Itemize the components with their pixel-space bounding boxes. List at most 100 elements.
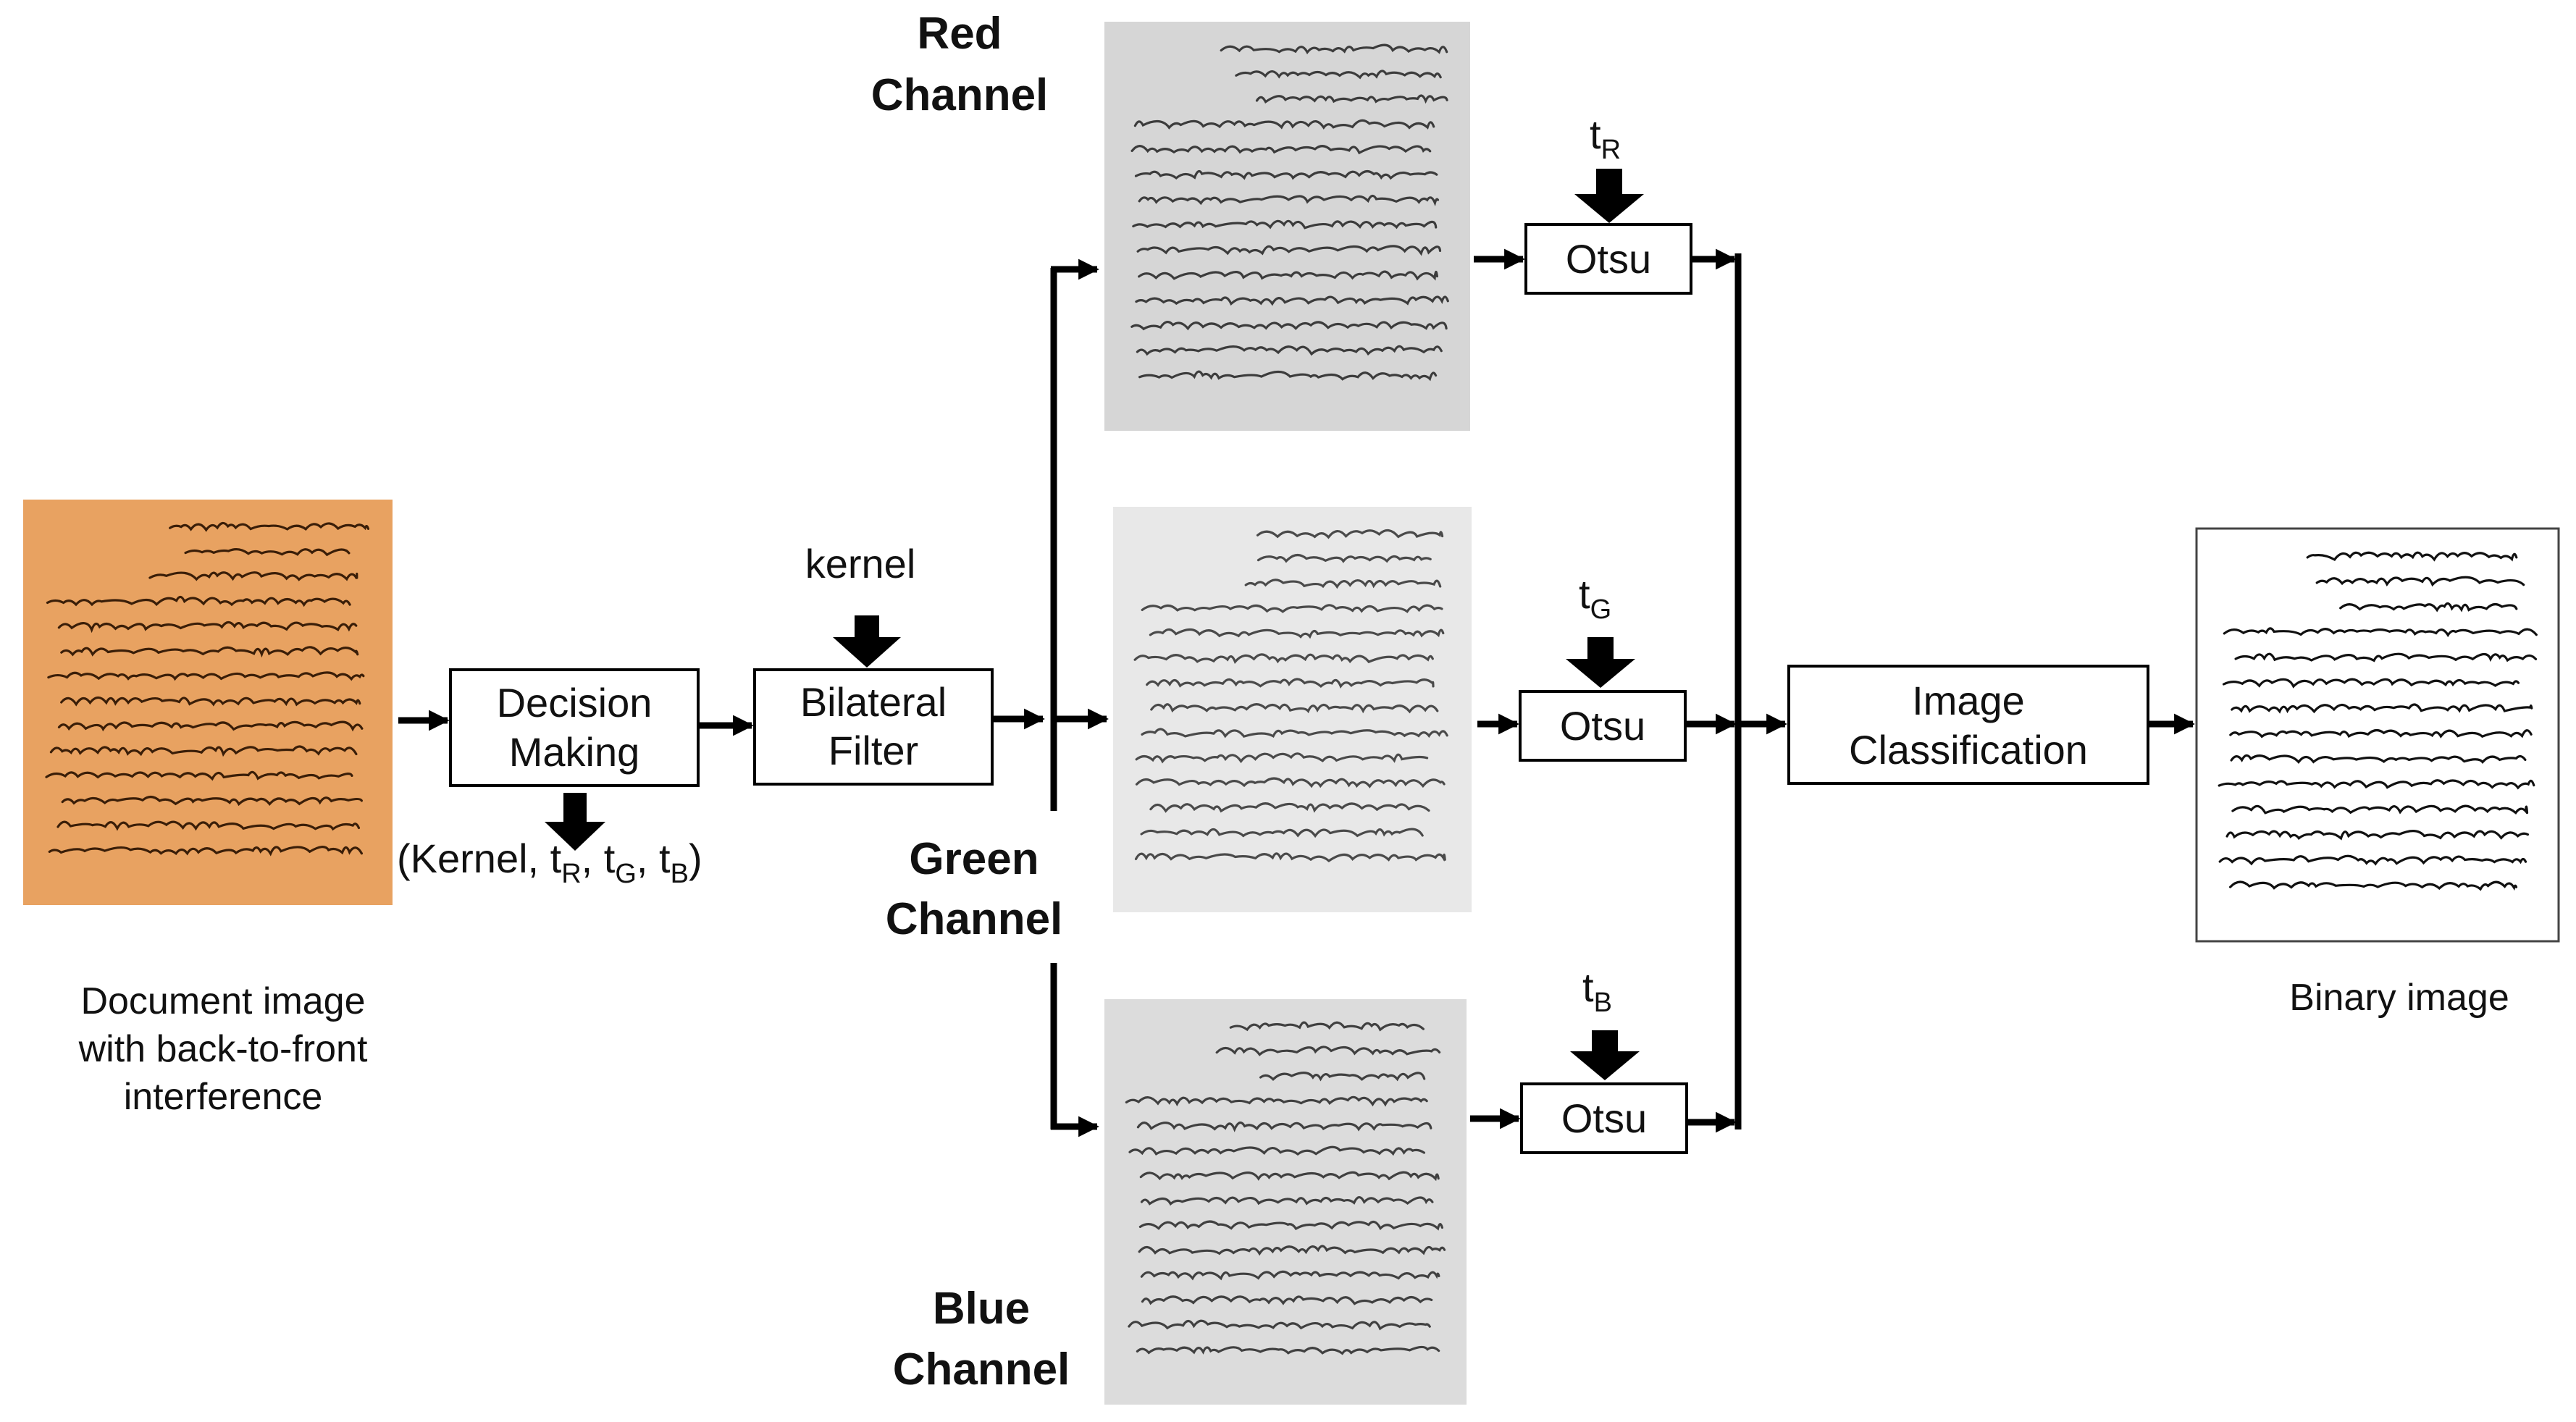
threshold-green-arrow (1566, 637, 1635, 688)
decision-making-box (449, 668, 700, 787)
image-classification-label-line-1: Image (1912, 678, 2025, 723)
handwriting-line (48, 846, 363, 857)
document-background (2195, 527, 2560, 943)
handwriting-line (1134, 169, 1438, 180)
blue-channel-label-line-1: Blue (933, 1284, 1030, 1334)
handwriting-line (1135, 295, 1449, 306)
handwriting-line (47, 671, 365, 681)
handwriting-line (1125, 1095, 1428, 1107)
handwriting-line (1259, 1072, 1426, 1082)
handwriting-line (1130, 321, 1448, 331)
blue-channel-image (1104, 999, 1467, 1405)
handwriting-line (1138, 194, 1440, 206)
handwriting-line (61, 795, 363, 807)
bilateral-filter-label-line-2: Filter (828, 728, 918, 773)
handwriting-line (57, 720, 364, 732)
bilateral-filter-label-line-1: Bilateral (800, 679, 947, 725)
document-background (1104, 22, 1470, 431)
green-channel-label-line-1: Green (909, 834, 1039, 884)
handwriting-line (1146, 678, 1435, 689)
handwriting-line (46, 595, 351, 607)
handwriting-line (1140, 1270, 1440, 1281)
handwriting-line (2339, 602, 2518, 613)
handwriting-line (1136, 1345, 1440, 1355)
handwriting-line (1149, 802, 1430, 813)
handwriting-line (2230, 754, 2527, 765)
threshold-blue-label: tB (1582, 964, 1612, 1018)
kernel-label: kernel (805, 541, 916, 586)
handwriting-line (2229, 880, 2518, 891)
handwriting-line (1134, 852, 1446, 863)
bilateral-filter-box (753, 668, 994, 786)
handwriting-line (1133, 119, 1435, 130)
handwriting-line (1136, 1121, 1432, 1132)
handwriting-line (2229, 729, 2533, 739)
handwriting-line (1149, 628, 1445, 639)
threshold-red-arrow (1574, 169, 1644, 223)
otsu-green-label: Otsu (1560, 703, 1645, 749)
otsu-blue-box (1520, 1082, 1688, 1154)
kernel-arrow (833, 615, 901, 668)
otsu-green-box (1519, 690, 1687, 762)
red-channel-label-line-1: Red (917, 9, 1002, 59)
output-caption: Binary image (2289, 977, 2509, 1019)
input-document-image (23, 500, 393, 905)
handwriting-line (184, 548, 351, 557)
handwriting-line (1141, 728, 1448, 739)
handwriting-line (1135, 777, 1446, 788)
handwriting-line (1128, 1145, 1425, 1156)
handwriting-line (2223, 627, 2538, 638)
handwriting-line (1135, 752, 1429, 764)
handwriting-line (1141, 604, 1443, 613)
handwriting-line (1215, 1046, 1441, 1056)
handwriting-line (45, 770, 353, 781)
red-channel-image (1104, 22, 1470, 431)
image-classification-label-line-2: Classification (1849, 727, 2088, 773)
input-caption-line-1: Document image (80, 980, 365, 1022)
handwriting-line (1138, 1245, 1446, 1256)
handwriting-line (1138, 270, 1438, 281)
otsu-red-label: Otsu (1566, 236, 1651, 282)
otsu-blue-label: Otsu (1561, 1095, 1647, 1141)
handwriting-line (1220, 43, 1448, 55)
handwriting-line (2231, 703, 2533, 714)
handwriting-line (1244, 579, 1442, 589)
handwriting-line (2218, 779, 2535, 790)
green-channel-label-line-2: Channel (886, 894, 1063, 944)
handwriting-line (1256, 554, 1432, 563)
handwriting-line (1133, 653, 1434, 665)
handwriting-line (60, 646, 359, 658)
handwriting-line (1229, 1021, 1425, 1032)
handwriting-line (1138, 370, 1438, 382)
threshold-blue-arrow (1570, 1030, 1640, 1080)
otsu-red-box (1524, 223, 1692, 295)
decision-making-label-line-2: Making (509, 729, 640, 775)
handwriting-line (56, 820, 361, 831)
handwriting-line (1138, 1220, 1443, 1231)
decision-output-parameters: (Kernel, tR, tG, tB) (397, 836, 702, 889)
document-background (23, 500, 393, 905)
handwriting-line (2234, 652, 2538, 662)
handwriting-line (1136, 345, 1443, 356)
handwriting-line (1140, 1195, 1434, 1206)
input-caption-line-2: with back-to-front (78, 1028, 368, 1070)
red-channel-label-line-2: Channel (871, 70, 1049, 120)
handwriting-line (1128, 1319, 1431, 1331)
handwriting-line (57, 620, 358, 634)
handwriting-line (1256, 529, 1444, 539)
blue-channel-label-line-2: Channel (893, 1345, 1070, 1394)
handwriting-line (1136, 245, 1442, 256)
handwriting-line (1255, 94, 1448, 104)
handwriting-line (1235, 70, 1442, 80)
handwriting-line (1132, 219, 1438, 230)
decision-making-label-line-1: Decision (497, 680, 653, 725)
handwriting-line (2231, 804, 2529, 815)
handwriting-line (60, 696, 361, 707)
handwriting-line (1141, 1295, 1433, 1305)
handwriting-line (1140, 828, 1424, 838)
handwriting-line (148, 571, 358, 581)
document-background (1104, 999, 1467, 1405)
decision-output-arrow (545, 793, 605, 851)
handwriting-line (2225, 830, 2529, 841)
